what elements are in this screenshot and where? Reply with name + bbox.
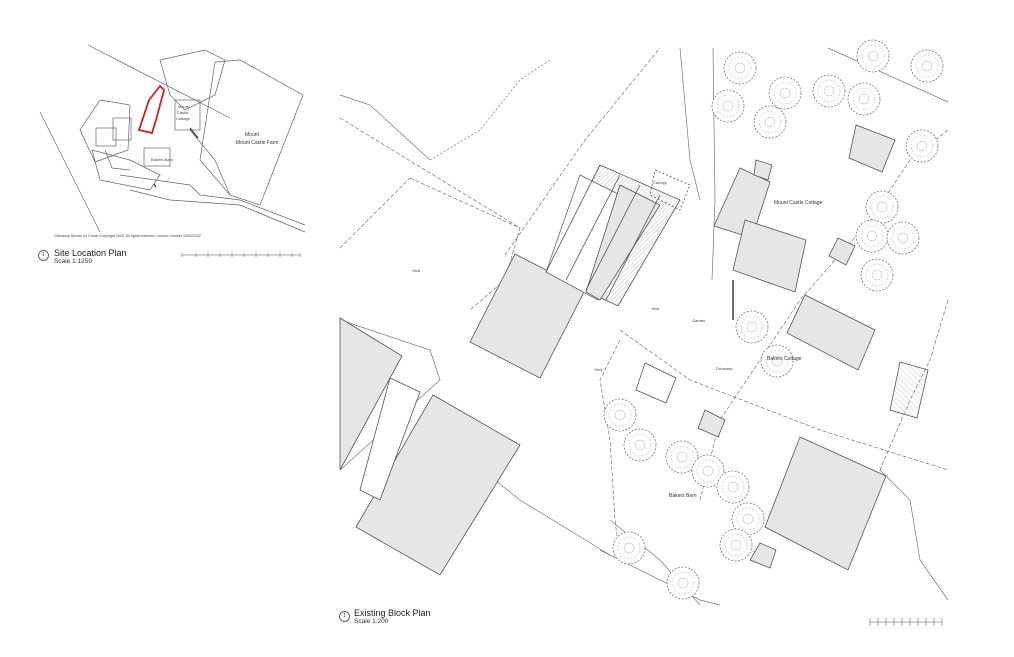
- loc-label-cottage-c: Cottage: [176, 116, 191, 121]
- label-bakers-barn: Bakers Barn: [669, 493, 697, 499]
- label-bakers-cottage: Bakers Cottage: [767, 356, 802, 362]
- location-plan-title: Site Location Plan: [54, 248, 127, 258]
- loc-label-cottage-b: Castle: [177, 110, 189, 115]
- label-yard-1: Yard: [412, 268, 421, 273]
- site-boundary-red: [137, 84, 166, 135]
- os-copyright: Ordnance Survey (c) Crown Copyright 2020…: [54, 234, 202, 238]
- loc-label-cottage-a: Mount: [178, 104, 190, 109]
- label-garden: Garden: [692, 318, 706, 323]
- block-plan-scale: Scale 1:200: [354, 618, 389, 625]
- block-plan-buildings: [339, 124, 929, 576]
- location-scale-bar: [181, 253, 301, 257]
- loc-label-bakers-barn: Bakers Barn: [151, 157, 174, 162]
- loc-label-mount-castle-farm: Mount Castle Farm: [236, 140, 279, 146]
- label-yard-3: Yard: [594, 367, 603, 372]
- label-canopy: Canopy: [653, 180, 667, 185]
- location-plan-number: 1: [38, 250, 49, 261]
- location-plan-map: [39, 44, 306, 233]
- block-plan-title: Existing Block Plan: [354, 608, 431, 618]
- block-scale-bar: [869, 618, 943, 626]
- label-mount-castle-cottage: Mount Castle Cottage: [774, 200, 823, 206]
- block-plan-number: 1: [339, 611, 350, 622]
- loc-label-farm-1: Mount: [245, 132, 259, 138]
- label-yard-2: Yard: [651, 306, 660, 311]
- location-plan-scale: Scale 1:1250: [54, 258, 92, 265]
- label-driveway: Driveway: [716, 366, 733, 371]
